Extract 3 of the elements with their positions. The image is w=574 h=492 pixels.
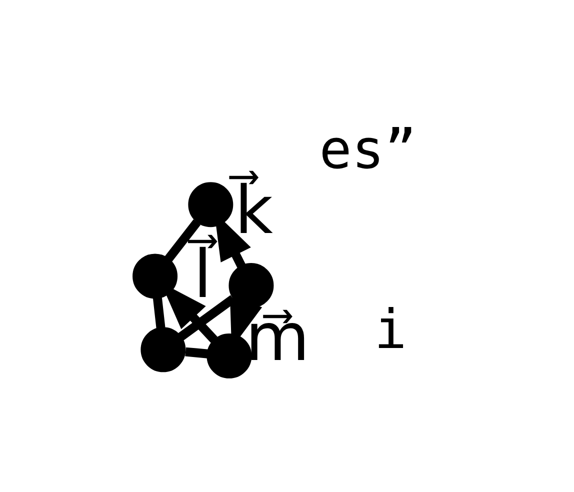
label: i: [374, 298, 407, 362]
edge-label: m⃗: [245, 298, 310, 376]
label: es”: [319, 118, 417, 182]
